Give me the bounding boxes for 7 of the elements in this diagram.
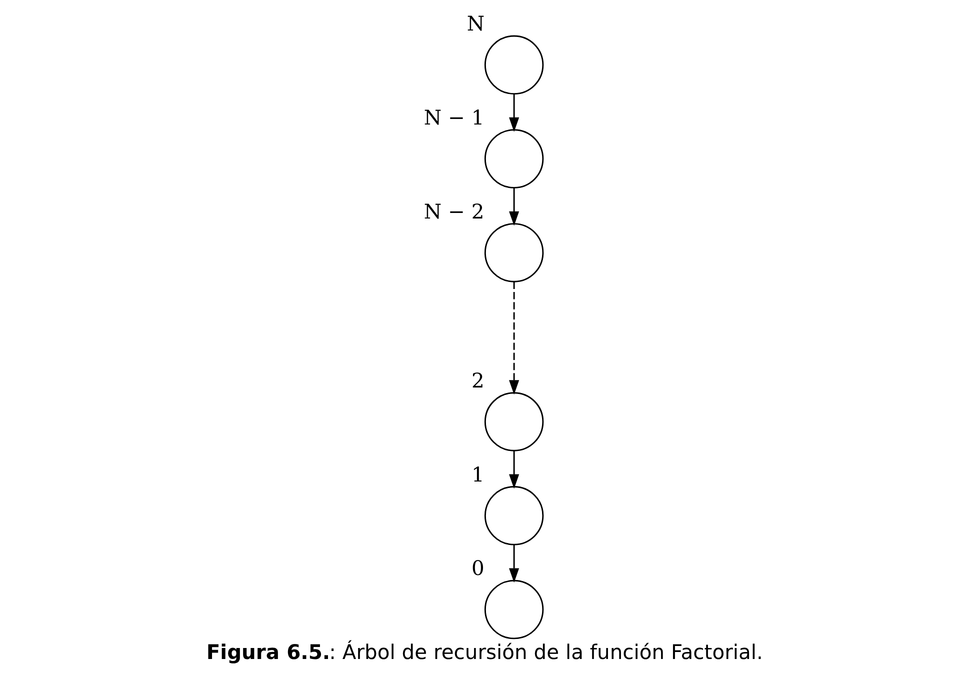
node-label: 2 (472, 368, 484, 392)
node-label: N − 1 (424, 105, 484, 130)
node-label: 1 (472, 462, 484, 486)
node-label: N (466, 12, 485, 36)
node-label: 0 (472, 556, 484, 580)
caption: Figura 6.5.: Árbol de recursión de la función Factorial. (206, 640, 763, 664)
node-label: N − 2 (424, 199, 484, 224)
